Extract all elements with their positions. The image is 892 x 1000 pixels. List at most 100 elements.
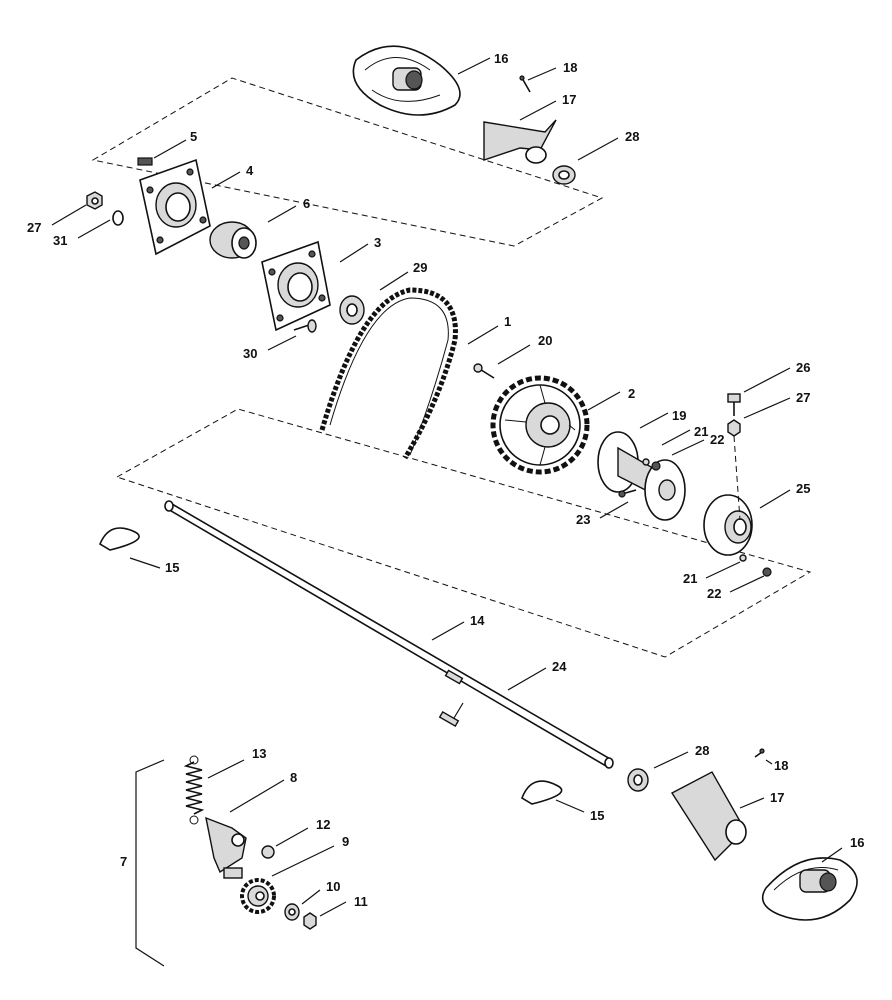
label-17-bottom: 17 xyxy=(770,790,784,805)
label-30: 30 xyxy=(243,346,257,361)
label-20: 20 xyxy=(538,333,552,348)
washer-10 xyxy=(284,903,300,921)
leader-29 xyxy=(379,271,409,291)
washer-29 xyxy=(339,295,365,325)
label-26: 26 xyxy=(796,360,810,375)
leader-23 xyxy=(599,501,629,519)
leader-27a xyxy=(51,204,87,226)
hairpin-clip-top xyxy=(98,527,140,551)
label-27-left: 27 xyxy=(27,220,41,235)
hub-19 xyxy=(597,431,686,521)
label-24: 24 xyxy=(552,659,567,674)
leader-6 xyxy=(267,205,297,223)
lower-assembly-outline xyxy=(115,408,812,658)
label-31: 31 xyxy=(53,233,67,248)
label-8: 8 xyxy=(290,770,297,785)
label-15-bottom: 15 xyxy=(590,808,604,823)
label-1: 1 xyxy=(504,314,511,329)
bolt-20 xyxy=(473,363,495,379)
nut-27-right xyxy=(727,419,741,437)
hairpin-clip-bottom xyxy=(521,780,563,805)
label-18-bottom: 18 xyxy=(774,758,788,773)
leader-22b xyxy=(729,575,765,593)
leader-24-key xyxy=(453,702,464,719)
carriage-bolt xyxy=(293,319,317,333)
idler-sprocket-9 xyxy=(240,878,276,914)
label-6: 6 xyxy=(303,196,310,211)
label-23: 23 xyxy=(576,512,590,527)
leader-15a xyxy=(129,557,161,569)
leader-5 xyxy=(153,139,187,159)
label-29: 29 xyxy=(413,260,427,275)
leader-28b xyxy=(653,751,689,769)
leader-10 xyxy=(301,889,321,905)
label-5: 5 xyxy=(190,129,197,144)
leader-31 xyxy=(77,219,111,239)
sprocket xyxy=(490,375,590,475)
leader-17a xyxy=(519,100,557,121)
label-22-bottom: 22 xyxy=(707,586,721,601)
nut-22-top xyxy=(651,461,661,471)
leader-17b xyxy=(739,797,765,809)
leader-4 xyxy=(211,171,241,189)
assembly-line xyxy=(733,435,741,521)
label-4: 4 xyxy=(246,163,254,178)
leader-14 xyxy=(431,621,465,641)
washer-left xyxy=(112,210,124,226)
bolt-26 xyxy=(727,393,741,416)
leader-13 xyxy=(207,759,245,779)
pin-top xyxy=(519,75,531,93)
label-11: 11 xyxy=(354,894,368,909)
leader-22a xyxy=(671,439,705,456)
leader-25 xyxy=(759,489,791,509)
label-21-top: 21 xyxy=(694,424,708,439)
label-2: 2 xyxy=(628,386,635,401)
bracket-bottom xyxy=(670,771,747,862)
nut-11 xyxy=(303,912,317,930)
label-19: 19 xyxy=(672,408,686,423)
leader-30 xyxy=(267,335,297,351)
bushing-bottom xyxy=(627,768,649,792)
leader-28a xyxy=(577,137,619,161)
leader-20 xyxy=(497,344,531,365)
flange-plate-3 xyxy=(261,240,331,332)
bearing xyxy=(209,221,257,259)
nut-22-bottom xyxy=(762,567,772,577)
handwheel-bottom xyxy=(761,857,858,921)
nut-left xyxy=(86,191,103,210)
bolt-23 xyxy=(618,489,637,498)
label-7: 7 xyxy=(120,854,127,869)
leader-9 xyxy=(271,845,335,877)
hub-flange-25 xyxy=(703,494,753,556)
lock-washer-21-bottom xyxy=(739,554,747,562)
label-10: 10 xyxy=(326,879,340,894)
leader-1 xyxy=(467,325,499,345)
label-25: 25 xyxy=(796,481,810,496)
leader-11 xyxy=(319,901,347,917)
leader-19 xyxy=(639,412,669,429)
lock-washer-21-top xyxy=(642,458,650,466)
label-13: 13 xyxy=(252,746,266,761)
leader-3 xyxy=(339,243,369,263)
label-15-top: 15 xyxy=(165,560,179,575)
label-12: 12 xyxy=(316,817,330,832)
leader-27b xyxy=(743,397,791,419)
label-28-top: 28 xyxy=(625,129,639,144)
shaft xyxy=(164,500,614,769)
leader-16a xyxy=(457,57,491,75)
upper-assembly-outline xyxy=(91,77,604,247)
leader-18b xyxy=(765,759,773,765)
leader-21a xyxy=(661,429,691,446)
idler-bolt-12 xyxy=(261,845,275,859)
leader-18a xyxy=(527,67,557,81)
label-3: 3 xyxy=(374,235,381,250)
handwheel-top xyxy=(352,45,461,116)
grease-fitting xyxy=(137,157,153,166)
flange-plate-4 xyxy=(139,158,211,256)
key xyxy=(438,669,464,728)
leader-16b xyxy=(821,847,843,863)
group-bracket-7 xyxy=(135,759,165,967)
bracket-top xyxy=(483,119,557,164)
label-28-bottom: 28 xyxy=(695,743,709,758)
